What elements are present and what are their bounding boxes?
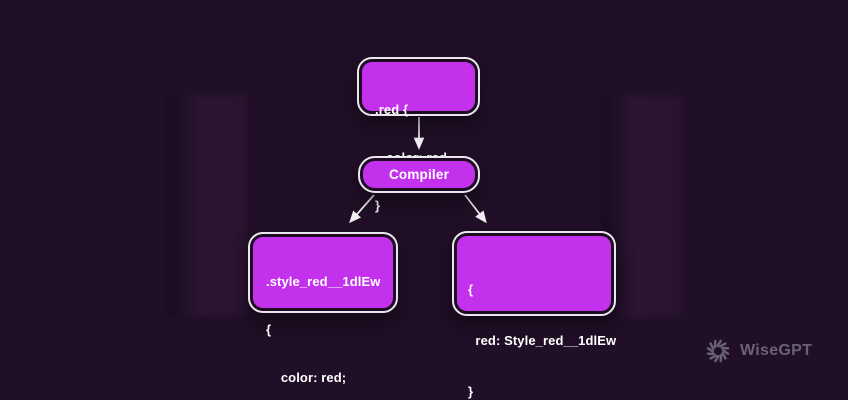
node-compiled-css: .style_red__1dlEw { color: red; } <box>248 232 398 385</box>
brand-name: WiseGPT <box>740 342 813 359</box>
mapping-object-line: } <box>468 384 474 399</box>
compiled-css-line: color: red; <box>266 370 347 385</box>
compiler-label: Compiler <box>388 167 450 182</box>
arrow-compiler-to-compiled <box>349 194 375 224</box>
node-compiler: Compiler <box>358 156 480 193</box>
brand-logo: WiseGPT <box>703 336 812 366</box>
node-mapping-object: { red: Style_red__1dlEw } <box>452 231 616 399</box>
compiled-css-line: { <box>266 322 272 337</box>
node-source-css: .red { color: red } <box>357 57 480 213</box>
source-css-line: .red { <box>375 102 409 117</box>
mapping-object-line: { <box>468 282 474 297</box>
mapping-object-line: red: Style_red__1dlEw <box>468 333 617 348</box>
source-css-line: } <box>375 198 381 213</box>
aperture-pinwheel-icon <box>706 339 730 363</box>
compiled-css-line: .style_red__1dlEw <box>266 274 381 289</box>
background-pillar-left <box>167 95 247 316</box>
